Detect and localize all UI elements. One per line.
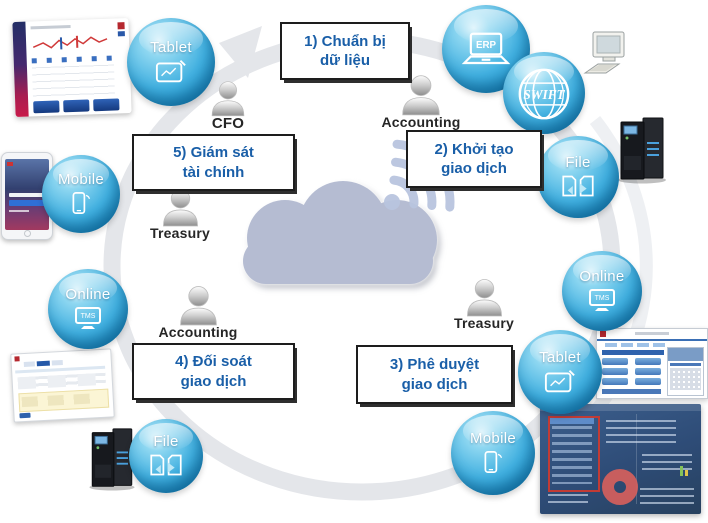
step-1-box: 1) Chuẩn bị dữ liệu bbox=[280, 22, 410, 80]
portal-screenshot bbox=[596, 328, 708, 399]
step-line: giao dịch bbox=[401, 375, 468, 393]
svg-text:TMS: TMS bbox=[595, 295, 610, 302]
channel-mobile-left: Mobile bbox=[42, 155, 120, 233]
channel-tablet-top: Tablet bbox=[127, 18, 215, 106]
step-line: 4) Đối soát bbox=[175, 353, 252, 371]
channel-file-right: File bbox=[537, 136, 619, 218]
tablet-app-screenshot bbox=[12, 18, 132, 117]
role-label: Accounting bbox=[381, 114, 461, 130]
file-transfer-icon bbox=[560, 173, 596, 199]
role-treasury-right: Treasury bbox=[448, 278, 520, 331]
channel-label: Mobile bbox=[470, 429, 516, 447]
laptop-icon: ERP bbox=[460, 31, 512, 69]
menu-active-item bbox=[550, 418, 594, 424]
home-button bbox=[24, 230, 31, 237]
channel-online-right: Online TMS bbox=[562, 251, 642, 331]
cycle-arrowhead bbox=[219, 26, 262, 78]
tablet-icon bbox=[155, 58, 187, 84]
person-icon bbox=[466, 279, 502, 317]
step-4-box: 4) Đối soát giao dịch bbox=[132, 343, 295, 400]
step-line: giao dịch bbox=[441, 160, 507, 177]
role-label: CFO bbox=[211, 115, 245, 132]
person-icon bbox=[179, 286, 217, 326]
form-submit-button bbox=[19, 412, 31, 419]
active-tab bbox=[36, 360, 50, 367]
role-treasury-left: Treasury bbox=[144, 188, 216, 241]
desktop-computer-icon bbox=[583, 31, 625, 74]
monitor-icon: TMS bbox=[73, 306, 103, 331]
app-icon-row bbox=[31, 55, 114, 64]
smartphone-icon bbox=[70, 190, 92, 216]
cloud-icon bbox=[243, 181, 437, 284]
step-line: 5) Giám sát bbox=[173, 144, 254, 162]
channel-label: Tablet bbox=[539, 348, 581, 366]
person-icon bbox=[162, 189, 198, 227]
reconciliation-form-screenshot bbox=[10, 348, 115, 423]
step-line: tài chính bbox=[182, 163, 245, 181]
portal-calendar bbox=[667, 347, 704, 396]
app-chart bbox=[32, 35, 108, 50]
svg-text:TMS: TMS bbox=[81, 313, 96, 320]
channel-tablet-right: Tablet bbox=[518, 330, 602, 414]
role-cfo: CFO bbox=[204, 80, 252, 132]
step-line: giao dịch bbox=[180, 372, 247, 390]
role-label: Treasury bbox=[150, 225, 210, 241]
channel-label: File bbox=[153, 432, 179, 450]
red-circle-annotation bbox=[602, 469, 638, 505]
role-label: Accounting bbox=[158, 324, 238, 340]
trading-dashboard-screenshot bbox=[540, 404, 701, 514]
step-line: 1) Chuẩn bị bbox=[304, 32, 386, 50]
channel-label: Online bbox=[65, 286, 111, 304]
app-login-button bbox=[9, 200, 45, 206]
channel-file-bottom: File bbox=[129, 419, 203, 493]
person-icon bbox=[211, 81, 245, 117]
form-fields bbox=[17, 372, 107, 390]
dashboard-menu bbox=[552, 426, 592, 484]
svg-text:SWIFT: SWIFT bbox=[523, 87, 565, 102]
channel-label: Mobile bbox=[58, 170, 104, 188]
app-banner bbox=[33, 100, 60, 114]
file-transfer-icon bbox=[148, 452, 184, 478]
globe-icon: SWIFT bbox=[515, 65, 573, 123]
step-line: 3) Phê duyệt bbox=[389, 356, 480, 374]
channel-mobile-bottom: Mobile bbox=[451, 411, 535, 495]
smartphone-icon bbox=[482, 449, 504, 475]
step-3-box: 3) Phê duyệt giao dịch bbox=[356, 345, 513, 404]
step-5-box: 5) Giám sát tài chính bbox=[132, 134, 295, 191]
app-sidebar bbox=[12, 21, 29, 117]
channel-online-left: Online TMS bbox=[48, 269, 128, 349]
menu-highlight-box bbox=[548, 416, 600, 492]
person-icon bbox=[402, 75, 440, 116]
channel-label: File bbox=[565, 153, 591, 171]
app-banner bbox=[63, 99, 90, 113]
portal-nav bbox=[605, 343, 665, 347]
step-2-box: 2) Khởi tạo giao dịch bbox=[406, 130, 542, 188]
app-table-rows bbox=[31, 64, 116, 100]
monitor-icon: TMS bbox=[587, 288, 617, 313]
form-highlight-section bbox=[18, 388, 110, 413]
svg-text:ERP: ERP bbox=[476, 40, 497, 51]
tablet-icon bbox=[544, 368, 576, 394]
step-line: 2) Khởi tạo bbox=[434, 140, 514, 158]
role-label: Treasury bbox=[454, 315, 514, 331]
role-accounting-top: Accounting bbox=[381, 74, 461, 130]
channel-swift: SWIFT bbox=[503, 52, 585, 134]
role-accounting-bottom: Accounting bbox=[158, 285, 238, 340]
channel-label: Online bbox=[579, 268, 625, 286]
server-icon bbox=[618, 117, 666, 184]
app-banner bbox=[93, 98, 120, 112]
channel-label: Tablet bbox=[150, 38, 192, 56]
step-line: dữ liệu bbox=[319, 52, 371, 69]
